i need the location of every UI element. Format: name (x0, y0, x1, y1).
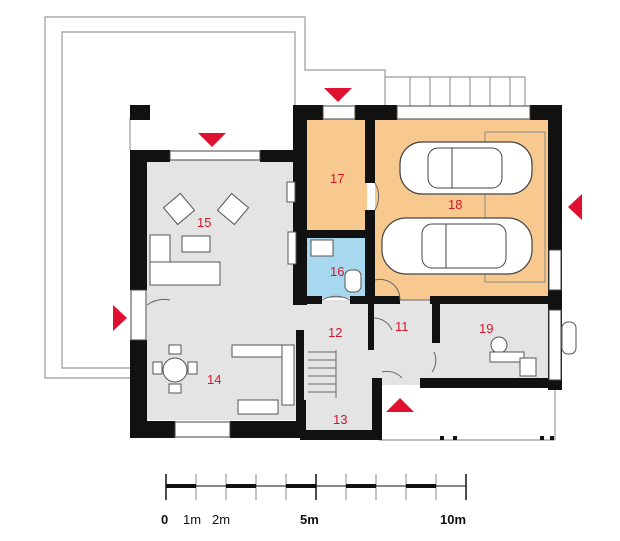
outdoor-lights (440, 436, 554, 440)
room-17-floor (307, 118, 367, 233)
stairs (308, 350, 337, 398)
car-icon (399, 141, 533, 195)
bathroom-fixtures (310, 239, 362, 293)
room-label-18: 18 (448, 197, 462, 212)
fireplace (286, 181, 297, 265)
scale-label-5m: 5m (300, 512, 319, 527)
car-icon (381, 217, 533, 275)
doors (146, 182, 437, 379)
armchair-icon (162, 192, 250, 226)
scale-label-0: 0 (161, 512, 168, 527)
boiler-icon (489, 336, 537, 377)
sofa-icon (149, 234, 221, 286)
room-label-19: 19 (479, 321, 493, 336)
room-label-15: 15 (197, 215, 211, 230)
kitchen-counter (231, 344, 295, 415)
scale-bar (165, 474, 467, 500)
windows (130, 105, 562, 438)
scale-label-10m: 10m (440, 512, 466, 527)
outdoor-unit (561, 321, 577, 355)
dining-table-icon (152, 344, 198, 394)
room-label-12: 12 (328, 325, 342, 340)
scale-label-2m: 2m (212, 512, 230, 527)
room-label-14: 14 (207, 372, 221, 387)
car-bay-outline (484, 131, 546, 283)
scale-label-1m: 1m (183, 512, 201, 527)
room-label-13: 13 (333, 412, 347, 427)
room-label-17: 17 (330, 171, 344, 186)
room-label-16: 16 (330, 264, 344, 279)
room-label-11: 11 (395, 319, 409, 334)
entry-arrow-icon (113, 88, 582, 412)
